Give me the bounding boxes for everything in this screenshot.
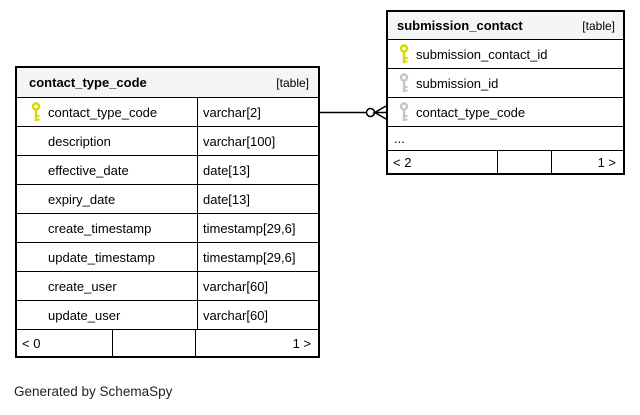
column-type: varchar[60]: [203, 278, 269, 294]
table-header: contact_type_code [table]: [17, 68, 318, 98]
primary-key-icon: [398, 44, 410, 64]
column-name: update_user: [48, 307, 121, 323]
ellipsis-label: ...: [394, 131, 405, 146]
column-name: submission_id: [416, 75, 499, 91]
primary-key-icon: [30, 102, 42, 122]
zero-or-one-symbol: [365, 107, 376, 118]
column-type: date[13]: [203, 162, 250, 178]
table-node-contact-type-code[interactable]: contact_type_code [table] contact_type_c…: [15, 66, 320, 358]
table-stats: < 0 1 >: [17, 330, 318, 356]
stats-center: [113, 330, 196, 356]
column-name: submission_contact_id: [416, 46, 548, 62]
column-name: contact_type_code: [416, 104, 526, 120]
foreign-key-icon: [398, 102, 410, 122]
more-columns-row: ...: [388, 127, 623, 151]
table-name[interactable]: submission_contact: [397, 18, 523, 33]
column-type: varchar[60]: [203, 307, 269, 323]
column-type: timestamp[29,6]: [203, 220, 296, 236]
stats-children-count: < 2: [388, 151, 498, 173]
column-name: description: [48, 133, 111, 149]
table-header: submission_contact [table]: [388, 12, 623, 40]
column-row: submission_contact_id: [388, 40, 623, 69]
column-name: create_user: [48, 278, 117, 294]
column-row: contact_type_code: [388, 98, 623, 127]
table-node-submission-contact[interactable]: submission_contact [table] submission_co…: [386, 10, 625, 175]
column-row: contact_type_code varchar[2]: [17, 98, 318, 127]
stats-parents-count: 1 >: [597, 154, 616, 170]
column-row: effective_date date[13]: [17, 156, 318, 185]
column-row: create_timestamp timestamp[29,6]: [17, 214, 318, 243]
column-name: contact_type_code: [48, 104, 158, 120]
table-stats: < 2 1 >: [388, 151, 623, 173]
column-name: update_timestamp: [48, 249, 155, 265]
column-type: date[13]: [203, 191, 250, 207]
generated-by-note: Generated by SchemaSpy: [14, 384, 173, 399]
table-tag: [table]: [276, 75, 309, 90]
column-row: description varchar[100]: [17, 127, 318, 156]
column-type: timestamp[29,6]: [203, 249, 296, 265]
table-name[interactable]: contact_type_code: [29, 75, 147, 90]
stats-center: [498, 151, 552, 173]
column-row: expiry_date date[13]: [17, 185, 318, 214]
table-tag: [table]: [582, 18, 615, 33]
column-row: update_timestamp timestamp[29,6]: [17, 243, 318, 272]
column-row: create_user varchar[60]: [17, 272, 318, 301]
stats-parents-count: 1 >: [292, 335, 311, 351]
column-name: create_timestamp: [48, 220, 152, 236]
column-row: submission_id: [388, 69, 623, 98]
column-row: update_user varchar[60]: [17, 301, 318, 330]
column-type: varchar[100]: [203, 133, 276, 149]
column-name: effective_date: [48, 162, 129, 178]
foreign-key-icon: [398, 73, 410, 93]
column-type: varchar[2]: [203, 104, 261, 120]
column-name: expiry_date: [48, 191, 116, 207]
stats-children-count: < 0: [17, 330, 113, 356]
